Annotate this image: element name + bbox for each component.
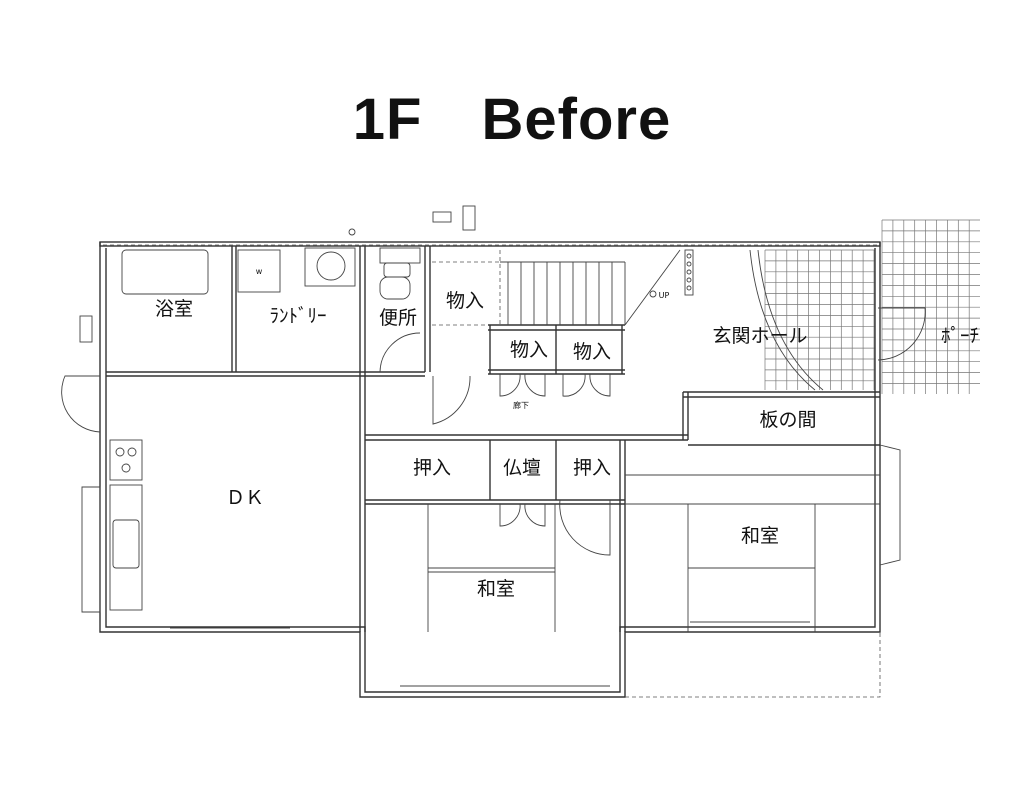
room-bath: 浴室 (155, 298, 193, 320)
room-porch: ﾎﾟｰﾁ (941, 325, 979, 347)
outer-walls (99, 241, 881, 698)
interior-walls (106, 246, 880, 632)
sink-circle (316, 251, 346, 281)
room-altar: 仏壇 (503, 457, 541, 479)
fixtures: w (79, 205, 694, 611)
room-closet-a: 押入 (413, 457, 451, 479)
entrance-tiles (764, 249, 875, 390)
room-storage-a: 物入 (510, 339, 548, 361)
washer-box (237, 249, 281, 293)
stove (109, 439, 143, 481)
doors (61, 249, 926, 687)
stairs-up-label: UP (659, 291, 670, 300)
toilet (379, 276, 411, 300)
bathtub (121, 249, 209, 295)
room-dk: ＤＫ (226, 487, 264, 509)
washer-label: w (256, 267, 263, 276)
room-wood-floor: 板の間 (759, 409, 816, 431)
kitchen-counter (109, 484, 143, 611)
room-entrance-hall: 玄関ホール (712, 325, 807, 347)
stairs: UP (432, 249, 681, 326)
room-storage-b: 物入 (573, 341, 611, 363)
room-laundry: ﾗﾝﾄﾞﾘｰ (269, 305, 326, 327)
room-labels: 浴室 ﾗﾝﾄﾞﾘｰ 便所 物入 物入 物入 廊下 玄関ホール ﾎﾟｰﾁ 板の間 … (155, 290, 979, 600)
room-washitsu-a: 和室 (477, 578, 515, 600)
porch-tiles (881, 219, 980, 394)
room-storage-stairs: 物入 (446, 290, 484, 312)
kitchen-sink (112, 519, 140, 569)
room-closet-b: 押入 (573, 457, 611, 479)
room-washitsu-b: 和室 (741, 525, 779, 547)
page-title: 1F Before (352, 87, 672, 152)
room-toilet: 便所 (379, 307, 417, 329)
room-corridor: 廊下 (513, 400, 529, 410)
